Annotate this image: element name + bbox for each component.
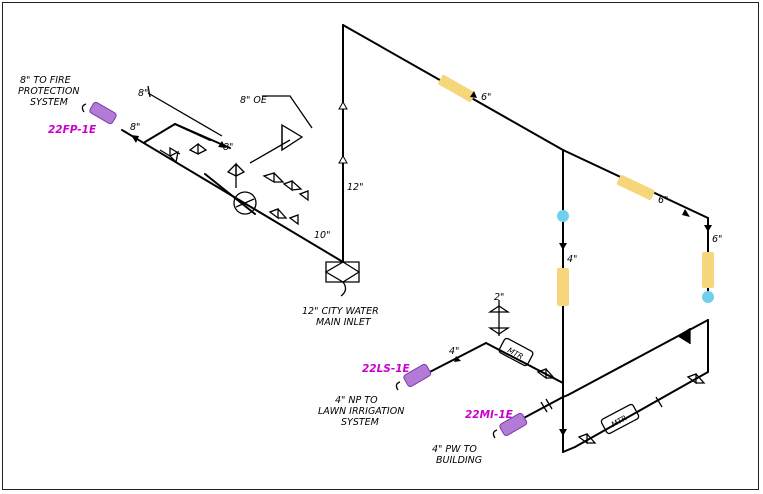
note-lawn-line3: SYSTEM xyxy=(341,417,379,428)
connector-building xyxy=(499,412,528,436)
valve-symbols xyxy=(159,142,706,445)
size-label-6-b: 6" xyxy=(658,195,668,206)
main-pipe-network xyxy=(342,24,709,453)
size-label-6-c: 6" xyxy=(712,234,722,245)
note-bldg-line1: 4" PW TO xyxy=(432,444,477,455)
note-fire-line1: 8" TO FIRE xyxy=(20,75,71,86)
size-label-10: 10" xyxy=(314,230,330,241)
pump-icon xyxy=(233,191,257,215)
size-label-8-oe: 8" OE xyxy=(240,95,267,106)
note-city-line2: MAIN INLET xyxy=(316,317,372,328)
note-fire-line2: PROTECTION xyxy=(18,86,79,97)
meter-label-building: MTR xyxy=(610,413,629,429)
size-label-12: 12" xyxy=(347,182,363,193)
sensor-6in xyxy=(702,291,714,303)
insulation-segments xyxy=(438,74,714,306)
note-fire-protection: 8" TO FIRE PROTECTION SYSTEM xyxy=(18,75,79,108)
size-label-4-a: 4" xyxy=(567,254,577,265)
size-label-8-a: 8" xyxy=(130,122,140,133)
flow-arrows xyxy=(131,91,712,436)
tag-building: 22MI-1E xyxy=(465,409,514,421)
note-lawn-line2: LAWN IRRIGATION xyxy=(318,406,404,417)
tag-fire: 22FP-1E xyxy=(48,124,97,136)
connector-fire xyxy=(89,101,117,125)
tag-lawn: 22LS-1E xyxy=(362,363,411,375)
note-bldg-line2: BUILDING xyxy=(436,455,482,466)
size-label-8-b: 8" xyxy=(223,142,233,153)
tag-connectors xyxy=(81,101,528,439)
city-water-inlet-symbol xyxy=(324,261,361,297)
size-label-6-a: 6" xyxy=(481,92,491,103)
note-fire-line3: SYSTEM xyxy=(30,97,68,108)
size-label-2: 2" xyxy=(494,292,504,303)
size-label-8-top: 8" xyxy=(138,88,148,99)
size-labels: 8" 8" OE 8" 8" 10" 12" 6" 6" 6" 4" 4" 2" xyxy=(130,88,722,357)
note-city-water: 12" CITY WATER MAIN INLET xyxy=(302,306,379,328)
note-lawn-line1: 4" NP TO xyxy=(335,395,378,406)
size-label-4-b: 4" xyxy=(449,346,459,357)
note-city-line1: 12" CITY WATER xyxy=(302,306,379,317)
note-building: 4" PW TO BUILDING xyxy=(432,444,482,466)
connector-lawn xyxy=(403,363,432,387)
note-lawn-irrigation: 4" NP TO LAWN IRRIGATION SYSTEM xyxy=(318,395,404,428)
sensor-4in xyxy=(557,210,569,222)
fire-protection-piping xyxy=(121,85,344,263)
